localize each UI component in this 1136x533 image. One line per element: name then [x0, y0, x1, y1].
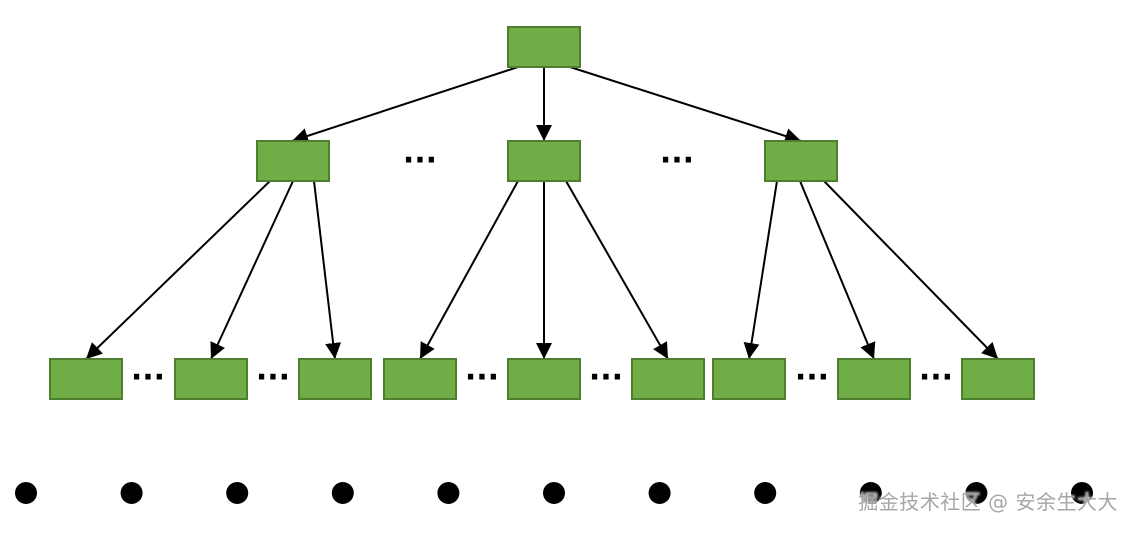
ellipsis-mark-3: ···	[131, 360, 165, 395]
node-box	[49, 358, 123, 400]
tree-node-n1c	[764, 140, 838, 182]
bottom-dot-11	[1071, 482, 1093, 504]
node-box	[298, 358, 372, 400]
tree-node-n2g	[712, 358, 786, 400]
ellipsis-mark-6: ···	[589, 360, 623, 395]
tree-node-n1b	[507, 140, 581, 182]
edge-arrow-n1a-n2c	[313, 180, 342, 360]
bottom-dot-6	[543, 482, 565, 504]
node-box	[631, 358, 705, 400]
bottom-dot-8	[754, 482, 777, 504]
tree-node-n2c	[298, 358, 372, 400]
bottom-dots-layer	[15, 482, 1093, 504]
edge-arrow-n1c-n2h	[799, 180, 876, 360]
edge-arrow-n1c-n2g	[743, 180, 778, 360]
edge-arrow-n1a-n2b	[210, 180, 294, 360]
node-box	[837, 358, 911, 400]
ellipsis-mark-4: ···	[256, 360, 290, 395]
bottom-dot-7	[648, 482, 671, 504]
bottom-dot-2	[120, 482, 143, 504]
node-box	[961, 358, 1035, 400]
node-box	[507, 140, 581, 182]
tree-node-n2i	[961, 358, 1035, 400]
bottom-dot-3	[226, 482, 249, 504]
bottom-dot-1	[15, 482, 37, 504]
bottom-dot-4	[331, 482, 354, 504]
tree-node-n0	[507, 26, 581, 68]
node-box	[764, 140, 838, 182]
edge-arrow-n0-n1a	[291, 66, 519, 144]
edge-arrow-n1b-n2d	[419, 180, 519, 360]
node-box	[712, 358, 786, 400]
bottom-dot-9	[859, 482, 882, 504]
bottom-dot-10	[965, 482, 988, 504]
edge-arrow-n1a-n2a	[85, 180, 271, 360]
edge-arrow-n1b-n2f	[565, 180, 669, 360]
tree-node-n2e	[507, 358, 581, 400]
node-box	[256, 140, 330, 182]
ellipsis-mark-1: ···	[403, 143, 437, 178]
node-box	[507, 26, 581, 68]
tree-node-n2d	[383, 358, 457, 400]
ellipsis-layer: ··· ··· ··· ··· ··· ··· ··· ···	[131, 143, 953, 395]
node-box	[174, 358, 248, 400]
tree-node-n2b	[174, 358, 248, 400]
edge-arrow-n1c-n2i	[823, 180, 999, 360]
ellipsis-mark-5: ···	[465, 360, 499, 395]
nodes-layer	[49, 26, 1035, 400]
ellipsis-mark-2: ···	[660, 143, 694, 178]
edges-layer	[85, 66, 999, 360]
watermark-text: 掘金技术社区 @ 安余生大大	[858, 490, 1118, 514]
edge-arrow-n0-n1c	[569, 66, 802, 144]
tree-node-n2f	[631, 358, 705, 400]
bottom-dot-5	[437, 482, 460, 504]
tree-node-n1a	[256, 140, 330, 182]
tree-node-n2a	[49, 358, 123, 400]
ellipsis-mark-7: ···	[795, 360, 829, 395]
node-box	[383, 358, 457, 400]
node-box	[507, 358, 581, 400]
tree-node-n2h	[837, 358, 911, 400]
ellipsis-mark-8: ···	[919, 360, 953, 395]
